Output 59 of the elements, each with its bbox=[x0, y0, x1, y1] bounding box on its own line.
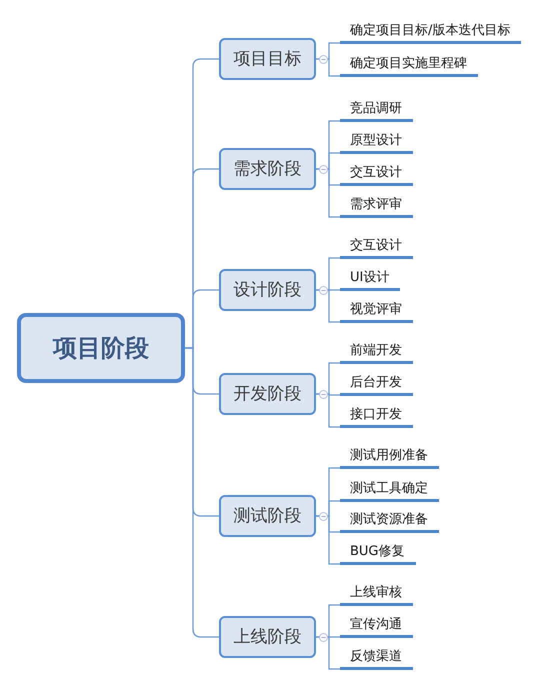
underlined-subtopic bbox=[340, 270, 400, 291]
subtopic-label: 测试资源准备 bbox=[350, 512, 428, 528]
topic-label: 项目目标 bbox=[234, 48, 302, 70]
topic-label: 上线阶段 bbox=[234, 626, 302, 648]
topic-label: 设计阶段 bbox=[234, 279, 302, 301]
underlined-subtopic bbox=[340, 585, 413, 606]
subtopic-label: 接口开发 bbox=[350, 407, 402, 423]
topic-label: 测试阶段 bbox=[234, 505, 302, 527]
central-topic-box bbox=[17, 313, 185, 383]
main-topic-box bbox=[219, 38, 316, 80]
underlined-subtopic bbox=[340, 238, 413, 259]
main-topic-box bbox=[219, 495, 316, 537]
underlined-subtopic bbox=[340, 165, 413, 186]
connector-line bbox=[316, 393, 340, 428]
underlined-subtopic bbox=[340, 343, 413, 364]
subtopic-label: 后台开发 bbox=[350, 375, 402, 391]
topic-label: 开发阶段 bbox=[234, 383, 302, 405]
subtopic-label: 宣传沟通 bbox=[350, 617, 402, 633]
underlined-subtopic bbox=[340, 56, 478, 77]
underlined-subtopic bbox=[340, 649, 413, 670]
subtopic-label: 确定项目实施里程碑 bbox=[350, 56, 467, 72]
underlined-subtopic bbox=[340, 23, 522, 44]
connector-line bbox=[316, 289, 340, 323]
underlined-subtopic bbox=[340, 617, 413, 638]
subtopic-label: 需求评审 bbox=[350, 197, 402, 213]
connector-line bbox=[185, 347, 219, 638]
connector-line bbox=[316, 168, 340, 218]
underlined-subtopic bbox=[340, 407, 413, 428]
underlined-subtopic bbox=[340, 544, 416, 565]
topic-label: 需求阶段 bbox=[234, 158, 302, 180]
underlined-subtopic bbox=[340, 133, 413, 154]
subtopic-label: 竞品调研 bbox=[350, 101, 402, 117]
subtopic-label: BUG修复 bbox=[350, 544, 405, 560]
subtopic-label: 前端开发 bbox=[350, 343, 402, 359]
subtopic-label: 确定项目目标/版本迭代目标 bbox=[350, 23, 510, 39]
underlined-subtopic bbox=[340, 375, 413, 396]
main-topic-box bbox=[219, 269, 316, 311]
underlined-subtopic bbox=[340, 302, 413, 323]
main-topic-box bbox=[219, 148, 316, 190]
connector-line bbox=[316, 58, 340, 77]
subtopic-label: 测试用例准备 bbox=[350, 448, 428, 464]
main-topic-box bbox=[219, 373, 316, 415]
underlined-subtopic bbox=[340, 448, 439, 469]
subtopic-label: 上线审核 bbox=[350, 585, 402, 601]
underlined-subtopic bbox=[340, 512, 439, 533]
connector-line bbox=[316, 515, 340, 565]
central-topic-label: 项目阶段 bbox=[53, 333, 149, 363]
subtopic-label: 视觉评审 bbox=[350, 302, 402, 318]
subtopic-label: 测试工具确定 bbox=[350, 481, 428, 497]
underlined-subtopic bbox=[340, 197, 413, 218]
subtopic-label: 反馈渠道 bbox=[350, 649, 402, 665]
underlined-subtopic bbox=[340, 101, 413, 122]
subtopic-label: 交互设计 bbox=[350, 238, 402, 254]
main-topic-box bbox=[219, 616, 316, 658]
connector-line bbox=[316, 636, 340, 670]
subtopic-label: 原型设计 bbox=[350, 133, 402, 149]
subtopic-label: UI设计 bbox=[350, 270, 390, 286]
subtopic-label: 交互设计 bbox=[350, 165, 402, 181]
underlined-subtopic bbox=[340, 481, 439, 502]
